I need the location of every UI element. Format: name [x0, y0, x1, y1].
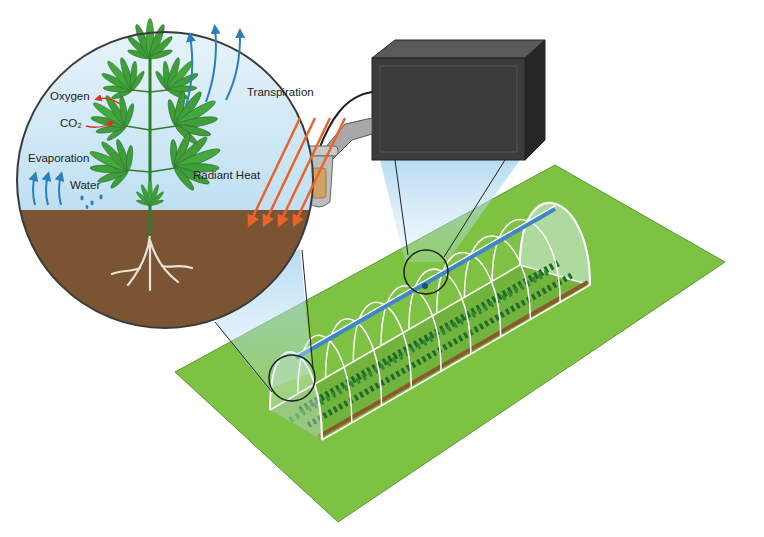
zoom-circle: [404, 250, 448, 294]
annotation-label: CO₂: [60, 117, 82, 131]
evaporation-arrows: [33, 175, 61, 205]
transpiration-arrows: [186, 28, 240, 106]
zoom-cone: [380, 160, 520, 262]
annotation-label: Evaporation: [28, 152, 89, 166]
gas-arrow: [97, 98, 120, 104]
plant-inset: [10, 18, 330, 340]
sensor-box: [372, 40, 545, 160]
zoom-circle: [269, 355, 315, 401]
gas-arrow: [86, 122, 112, 127]
radiant-heat-rays: [250, 118, 345, 223]
water-drops: [80, 195, 102, 209]
annotation-label: Oxygen: [50, 90, 90, 104]
annotation-label: Transpiration: [247, 86, 314, 100]
annotation-label: Radiant Heat: [193, 169, 260, 183]
annotation-label: Water: [70, 179, 100, 193]
